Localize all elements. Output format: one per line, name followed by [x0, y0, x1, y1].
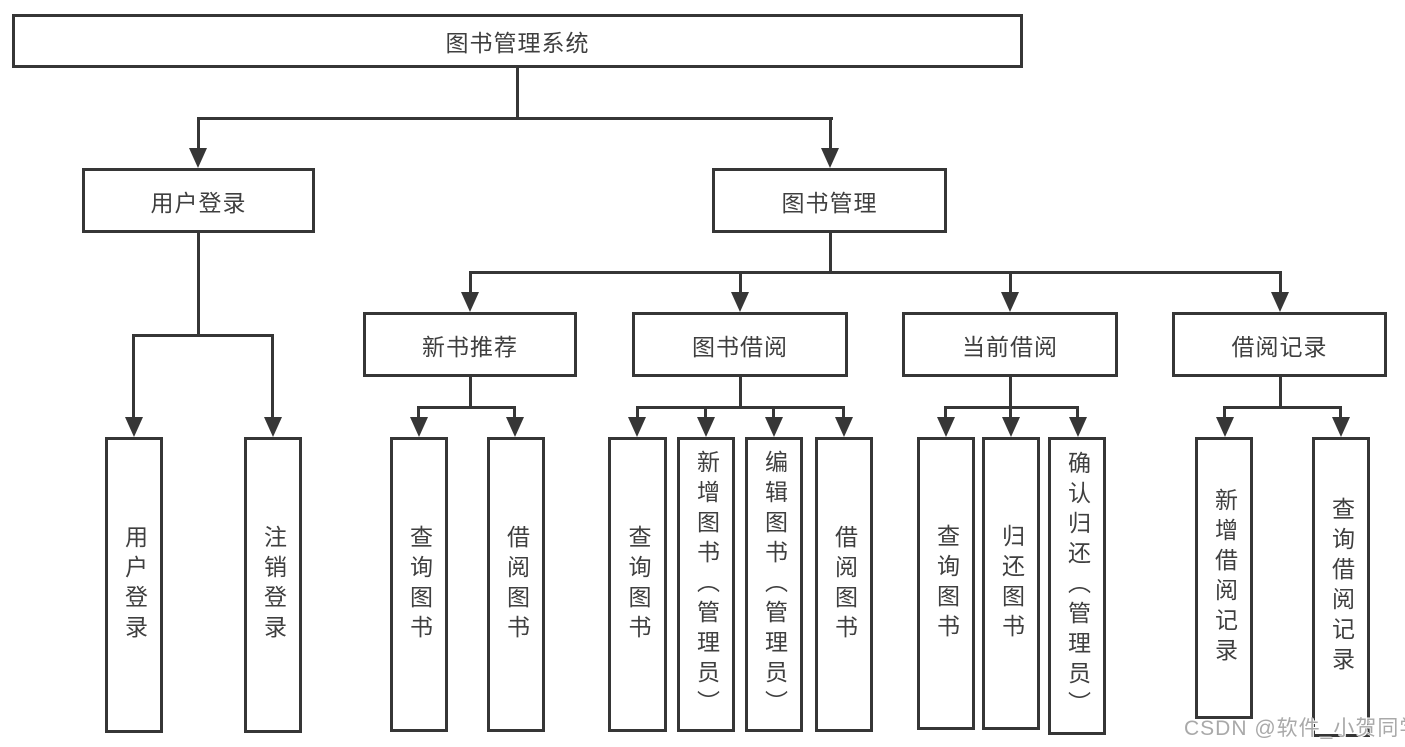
csdn-watermark: CSDN @软件_小贺同学 [1184, 717, 1405, 740]
node-label: 借阅记录 [1231, 333, 1328, 360]
connector-line [1279, 375, 1282, 409]
node-label: 新书推荐 [422, 333, 518, 360]
connector-line [636, 406, 845, 409]
node-library-management-system: 图书管理系统 [12, 14, 1023, 68]
connector-line [1009, 375, 1012, 409]
connector-line [944, 406, 947, 419]
arrow-down-icon [1001, 292, 1019, 312]
connector-line [739, 271, 742, 294]
leaf-return-books: 归还图书 [982, 437, 1040, 730]
arrow-down-icon [264, 417, 282, 437]
node-label: 新增借阅记录 [1211, 488, 1238, 668]
leaf-user-login: 用户登录 [105, 437, 163, 733]
arrow-down-icon [835, 417, 853, 437]
connector-line [271, 334, 274, 418]
leaf-query-books-borrow: 查询图书 [608, 437, 667, 732]
connector-line [842, 406, 845, 419]
connector-line [1339, 406, 1342, 419]
connector-line [1076, 406, 1079, 419]
connector-line [132, 334, 274, 337]
arrow-down-icon [125, 417, 143, 437]
node-borrowing-records: 借阅记录 [1172, 312, 1387, 377]
leaf-edit-books-admin: 编辑图书（管理员） [745, 437, 803, 732]
connector-line [469, 271, 1282, 274]
leaf-borrow-books: 借阅图书 [815, 437, 873, 732]
leaf-add-books-admin: 新增图书（管理员） [677, 437, 735, 732]
node-label: 图书管理 [781, 189, 878, 216]
leaf-query-books-recommend: 查询图书 [390, 437, 448, 732]
node-label: 归还图书 [998, 523, 1025, 644]
node-label: 用户登录 [150, 189, 247, 216]
arrow-down-icon [410, 417, 428, 437]
node-label: 编辑图书（管理员） [761, 449, 788, 720]
arrow-down-icon [1332, 417, 1350, 437]
connector-line [739, 375, 742, 409]
node-label: 借阅图书 [831, 524, 858, 645]
node-book-borrowing: 图书借阅 [632, 312, 848, 377]
node-label: 新增图书（管理员） [693, 449, 720, 720]
arrow-down-icon [731, 292, 749, 312]
connector-line [417, 406, 420, 419]
node-label: 借阅图书 [503, 524, 530, 645]
leaf-add-borrow-record: 新增借阅记录 [1195, 437, 1253, 719]
node-label: 确认归还（管理员） [1064, 451, 1091, 721]
node-label: 注销登录 [260, 525, 287, 645]
arrow-down-icon [765, 417, 783, 437]
connector-line [197, 231, 200, 337]
arrow-down-icon [1002, 417, 1020, 437]
leaf-borrow-books-recommend: 借阅图书 [487, 437, 545, 732]
node-label: 查询图书 [406, 524, 433, 645]
connector-line [1223, 406, 1342, 409]
connector-line [704, 406, 707, 419]
arrow-down-icon [1069, 417, 1087, 437]
node-label: 查询图书 [933, 523, 960, 644]
arrow-down-icon [189, 148, 207, 168]
node-label: 查询图书 [625, 524, 651, 645]
node-book-management: 图书管理 [712, 168, 947, 233]
arrow-down-icon [461, 292, 479, 312]
leaf-confirm-return-admin: 确认归还（管理员） [1048, 437, 1106, 735]
connector-line [197, 117, 833, 120]
leaf-query-borrow-record: 查询借阅记录 [1312, 437, 1370, 737]
arrow-down-icon [697, 417, 715, 437]
connector-line [1223, 406, 1226, 419]
arrow-down-icon [1216, 417, 1234, 437]
node-user-login: 用户登录 [82, 168, 315, 233]
connector-line [829, 117, 832, 150]
arrow-down-icon [937, 417, 955, 437]
node-new-book-recommend: 新书推荐 [363, 312, 577, 377]
connector-line [829, 231, 832, 274]
node-label: 图书管理系统 [445, 30, 590, 56]
connector-line [1009, 271, 1012, 294]
leaf-logout-login: 注销登录 [244, 437, 302, 733]
node-label: 查询借阅记录 [1328, 497, 1355, 677]
connector-line [516, 66, 519, 119]
node-label: 用户登录 [121, 525, 148, 645]
node-label: 当前借阅 [962, 333, 1058, 360]
connector-line [469, 271, 472, 294]
connector-line [417, 406, 516, 409]
connector-line [132, 334, 135, 418]
leaf-query-books-current: 查询图书 [917, 437, 975, 730]
arrow-down-icon [1271, 292, 1289, 312]
connector-line [1009, 406, 1012, 419]
arrow-down-icon [506, 417, 524, 437]
node-label: 图书借阅 [692, 333, 788, 360]
connector-line [469, 375, 472, 409]
node-current-borrowing: 当前借阅 [902, 312, 1118, 377]
connector-line [513, 406, 516, 419]
connector-line [197, 117, 200, 150]
arrow-down-icon [821, 148, 839, 168]
connector-line [1279, 271, 1282, 294]
arrow-down-icon [628, 417, 646, 437]
connector-line [772, 406, 775, 419]
connector-line [636, 406, 639, 419]
